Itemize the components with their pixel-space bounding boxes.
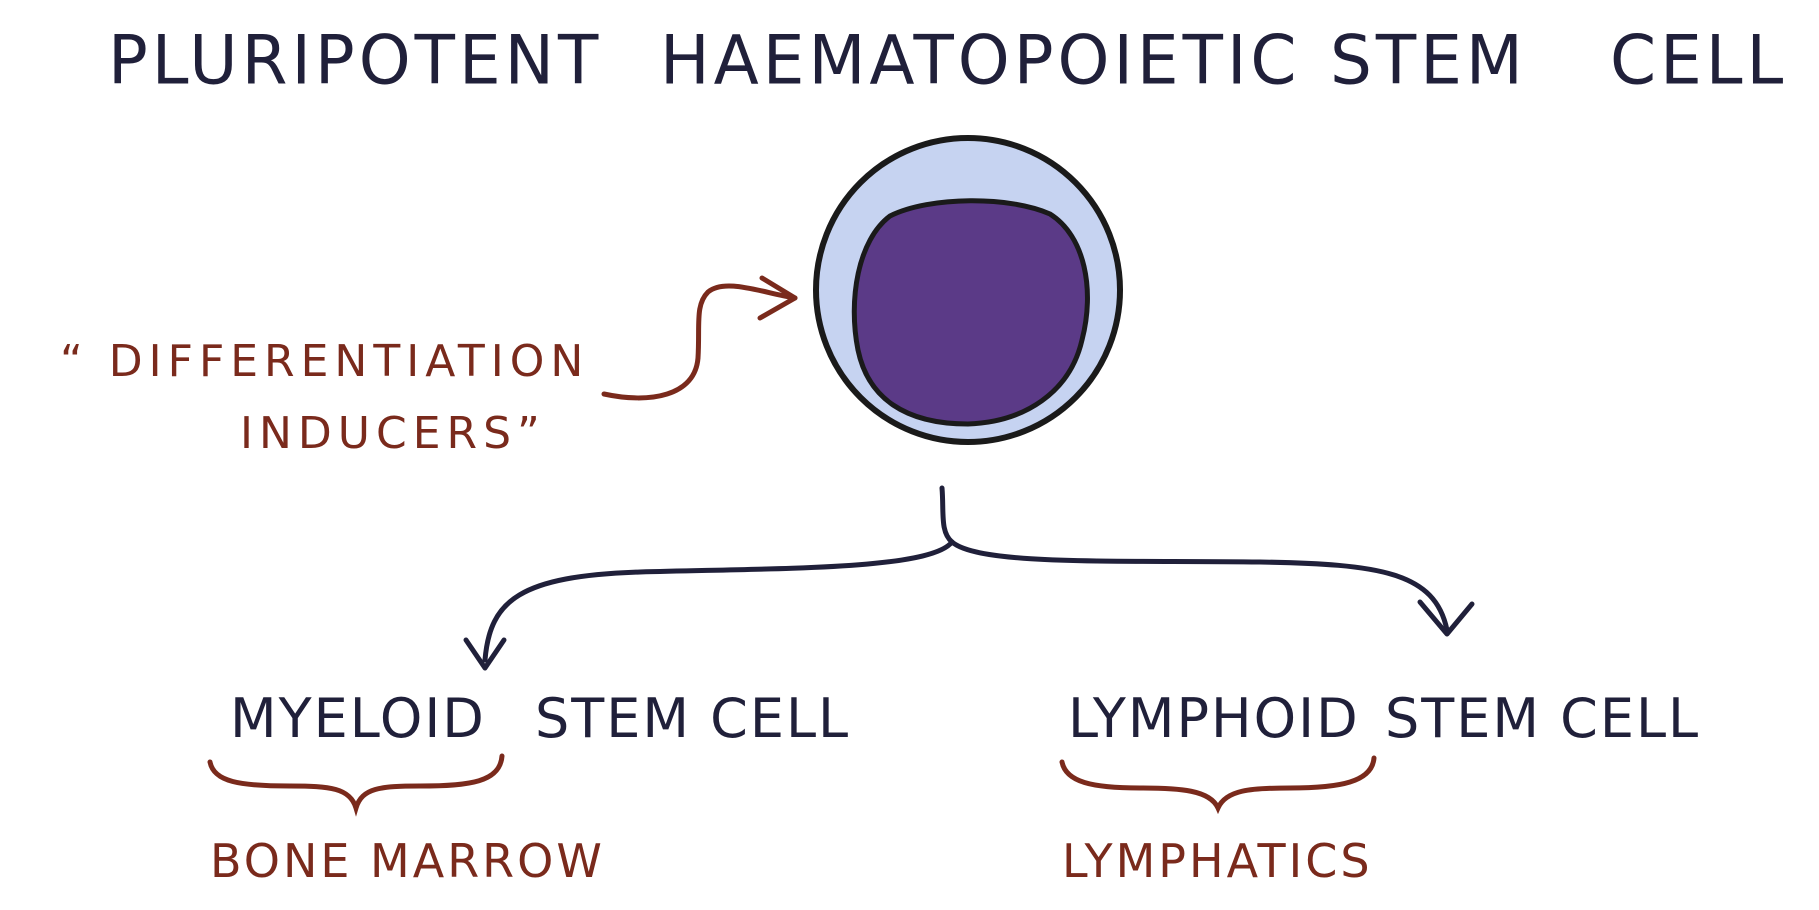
branch-left-arrow-line: [482, 539, 955, 663]
branch-right-arrow-line: [949, 539, 1450, 633]
inducer-label-line2: INDUCERS”: [240, 408, 546, 459]
branch-left-arrow-head: [463, 637, 507, 671]
title-word-cell: CELL: [1610, 21, 1788, 100]
myeloid-label: MYELOID: [230, 687, 486, 750]
stem-cell-nucleus: [851, 198, 1090, 427]
inducer-arrow-line: [601, 283, 798, 401]
inducer-arrow-head: [757, 275, 798, 321]
title-word-haematopoietic: HAEMATOPOIETIC: [660, 21, 1301, 100]
title-word-stem: STEM: [1330, 21, 1527, 100]
lymphoid-stem-cell-label: STEM CELL: [1385, 687, 1701, 750]
myeloid-stem-cell-label: STEM CELL: [535, 687, 851, 750]
title-word-pluripotent: PLURIPOTENT: [108, 21, 603, 100]
lymphatics-label: LYMPHATICS: [1062, 834, 1373, 888]
brace-myeloid: [207, 753, 505, 817]
inducer-label-line1: “ DIFFERENTIATION: [60, 336, 590, 387]
bone-marrow-label: BONE MARROW: [210, 834, 605, 888]
lymphoid-label: LYMPHOID: [1068, 687, 1360, 750]
branch-stem-line: [939, 485, 955, 545]
branch-right-arrow-head: [1417, 599, 1475, 637]
brace-lymphoid: [1059, 755, 1377, 815]
